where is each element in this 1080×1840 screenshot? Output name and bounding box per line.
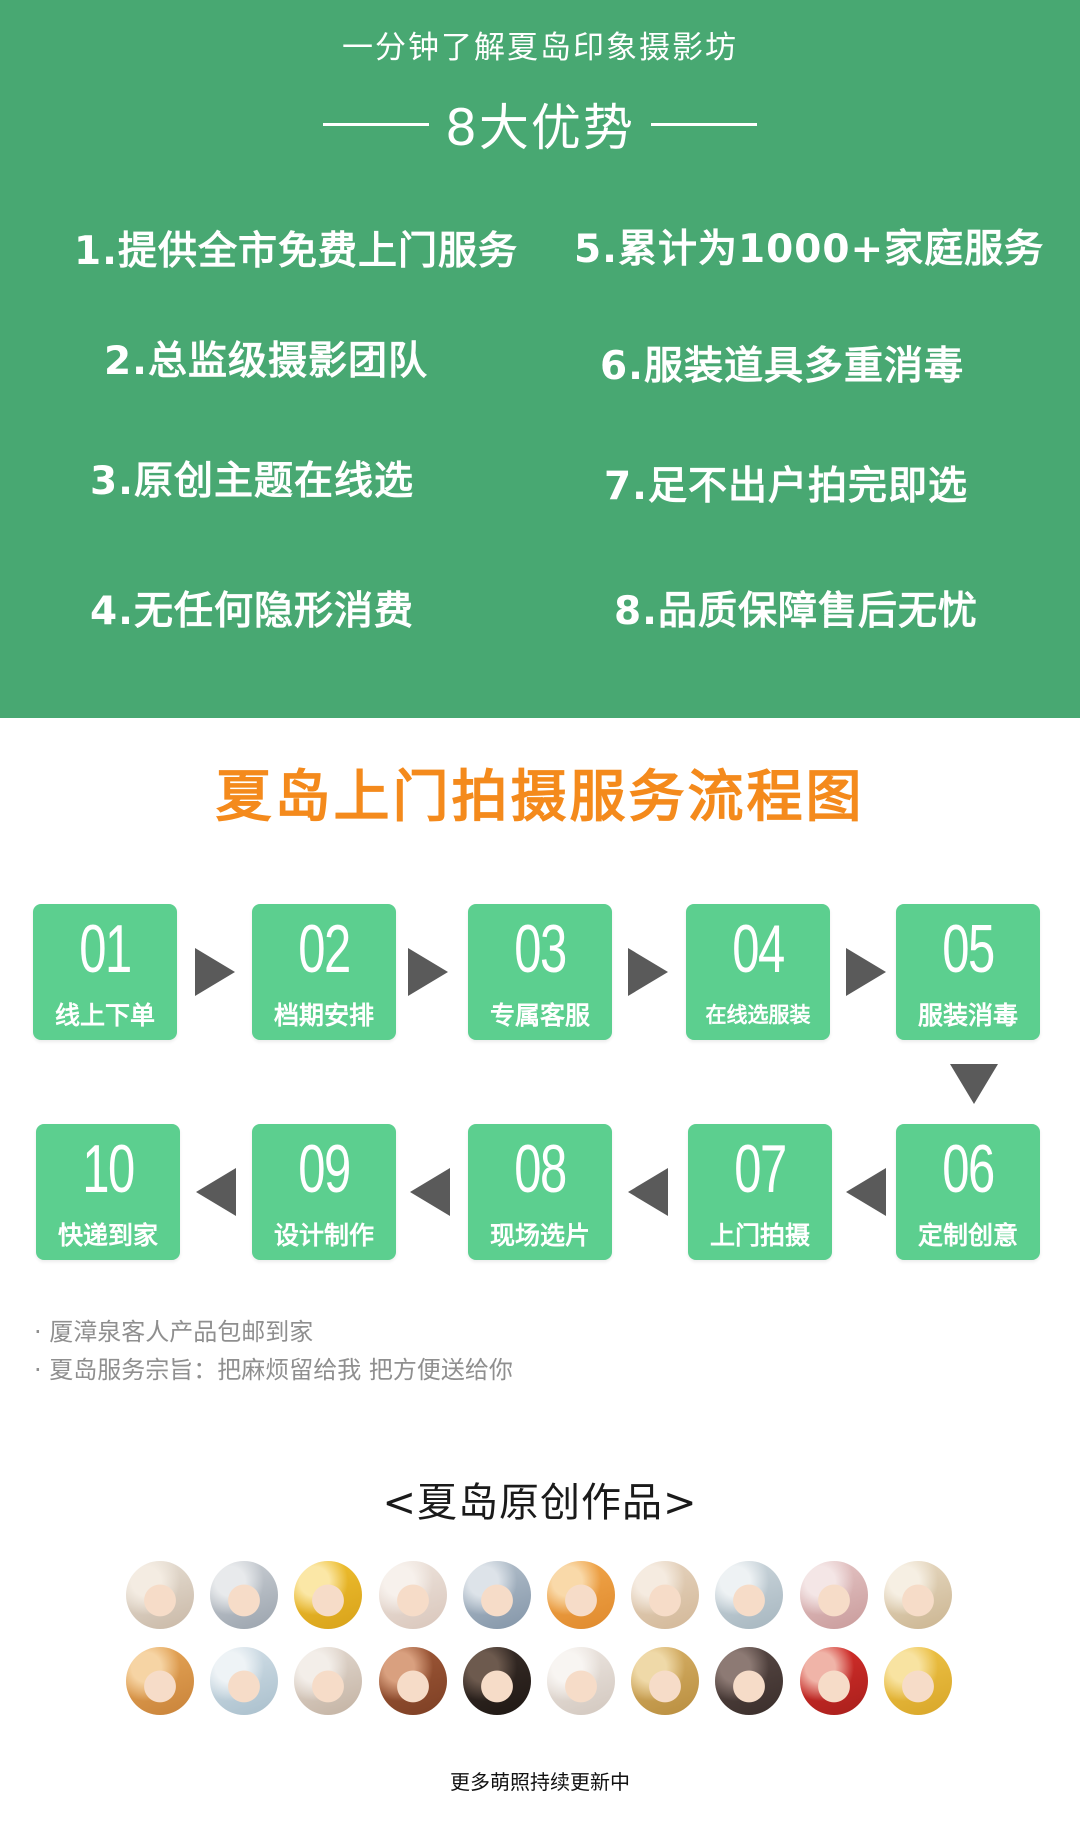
step-number: 03 <box>514 911 567 987</box>
baby-photo-thumbnail[interactable] <box>126 1647 194 1715</box>
note-shipping: · 厦漳泉客人产品包邮到家 <box>34 1318 314 1346</box>
step-label: 定制创意 <box>917 1221 1018 1250</box>
works-title: <夏岛原创作品> <box>382 1480 698 1526</box>
flow-title: 夏岛上门拍摄服务流程图 <box>215 765 865 830</box>
advantages-panel: 一分钟了解夏岛印象摄影坊 8大优势 1.提供全市免费上门服务 2.总监级摄影团队… <box>0 0 1080 718</box>
step-label: 在线选服装 <box>705 1003 811 1027</box>
arrow-down-icon <box>950 1064 998 1104</box>
baby-photo-thumbnail[interactable] <box>547 1561 615 1629</box>
baby-photo-thumbnail[interactable] <box>631 1561 700 1629</box>
step-label: 服装消毒 <box>917 1001 1018 1030</box>
baby-photo-thumbnail[interactable] <box>378 1561 447 1629</box>
step-label: 上门拍摄 <box>709 1221 810 1250</box>
flow-step-10: 10 快递到家 <box>36 1124 180 1260</box>
step-number: 06 <box>942 1131 995 1207</box>
heading-right-rule <box>650 122 757 126</box>
baby-photo-thumbnail[interactable] <box>883 1647 952 1715</box>
step-label: 专属客服 <box>489 1001 590 1030</box>
baby-photo-thumbnail[interactable] <box>715 1561 784 1629</box>
step-label: 线上下单 <box>54 1001 155 1030</box>
note-service-motto: · 夏岛服务宗旨：把麻烦留给我 把方便送给你 <box>34 1356 513 1384</box>
step-label: 现场选片 <box>489 1221 590 1250</box>
flow-step-08: 08 现场选片 <box>468 1124 612 1260</box>
baby-photo-thumbnail[interactable] <box>547 1647 615 1715</box>
advantages-heading: 8大优势 <box>0 88 1080 160</box>
flow-step-06: 06 定制创意 <box>896 1124 1040 1260</box>
baby-photo-thumbnail[interactable] <box>715 1647 784 1715</box>
step-number: 01 <box>79 911 132 987</box>
arrow-left-icon <box>196 1168 236 1216</box>
baby-photo-thumbnail[interactable] <box>799 1647 868 1715</box>
advantage-item-6: 6.服装道具多重消毒 <box>600 344 964 389</box>
baby-photo-thumbnail[interactable] <box>799 1561 868 1629</box>
step-number: 02 <box>298 911 351 987</box>
baby-photo-thumbnail[interactable] <box>294 1561 363 1629</box>
baby-photo-thumbnail[interactable] <box>294 1647 363 1715</box>
advantages-intro: 一分钟了解夏岛印象摄影坊 <box>342 30 738 66</box>
step-label: 档期安排 <box>273 1001 374 1030</box>
baby-photo-thumbnail[interactable] <box>126 1561 194 1629</box>
flow-step-04: 04 在线选服装 <box>686 904 830 1040</box>
more-photos-note: 更多萌照持续更新中 <box>450 1770 630 1794</box>
heading-left-rule <box>323 122 430 126</box>
arrow-right-icon <box>846 948 886 996</box>
baby-photo-thumbnail[interactable] <box>210 1647 279 1715</box>
advantage-item-7: 7.足不出户拍完即选 <box>604 464 968 509</box>
arrow-left-icon <box>628 1168 668 1216</box>
baby-photo-thumbnail[interactable] <box>210 1561 279 1629</box>
advantage-item-1: 1.提供全市免费上门服务 <box>74 229 518 274</box>
flow-step-02: 02 档期安排 <box>252 904 396 1040</box>
arrow-right-icon <box>628 948 668 996</box>
advantage-item-2: 2.总监级摄影团队 <box>104 339 428 384</box>
flow-step-03: 03 专属客服 <box>468 904 612 1040</box>
advantage-item-4: 4.无任何隐形消费 <box>90 589 414 634</box>
baby-photo-thumbnail[interactable] <box>462 1561 531 1629</box>
arrow-left-icon <box>410 1168 450 1216</box>
arrow-right-icon <box>408 948 448 996</box>
flow-step-07: 07 上门拍摄 <box>688 1124 832 1260</box>
arrow-left-icon <box>846 1168 886 1216</box>
flow-step-09: 09 设计制作 <box>252 1124 396 1260</box>
flow-step-01: 01 线上下单 <box>33 904 177 1040</box>
arrow-right-icon <box>195 948 235 996</box>
step-number: 09 <box>298 1131 351 1207</box>
step-number: 10 <box>82 1131 135 1207</box>
step-number: 08 <box>514 1131 567 1207</box>
baby-photo-thumbnail[interactable] <box>631 1647 700 1715</box>
advantage-item-8: 8.品质保障售后无忧 <box>614 589 978 634</box>
advantage-item-3: 3.原创主题在线选 <box>90 459 414 504</box>
step-number: 04 <box>732 911 785 987</box>
advantage-item-5: 5.累计为1000+家庭服务 <box>574 227 1045 272</box>
baby-photo-thumbnail[interactable] <box>883 1561 952 1629</box>
step-label: 快递到家 <box>57 1221 158 1250</box>
baby-photo-thumbnail[interactable] <box>378 1647 447 1715</box>
step-number: 05 <box>942 911 995 987</box>
advantages-heading-text: 8大优势 <box>445 99 635 157</box>
baby-photo-thumbnail[interactable] <box>462 1647 531 1715</box>
step-number: 07 <box>734 1131 787 1207</box>
flow-step-05: 05 服装消毒 <box>896 904 1040 1040</box>
step-label: 设计制作 <box>273 1221 374 1250</box>
